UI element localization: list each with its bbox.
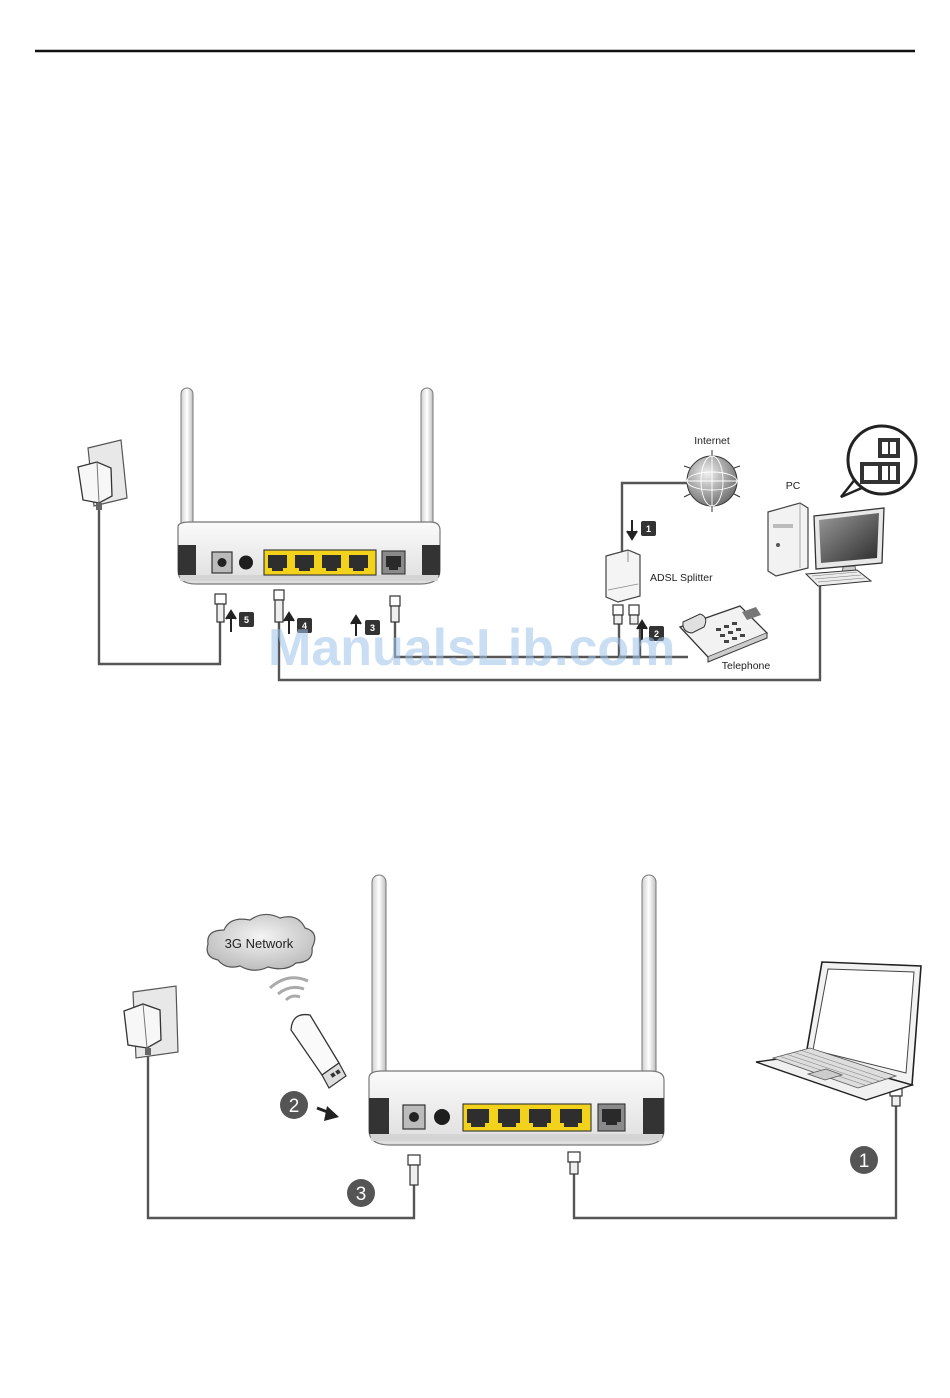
power-outlet-icon-3g [124, 986, 178, 1058]
usb-modem-icon [291, 1015, 346, 1088]
telephone-icon [680, 606, 767, 662]
router-3g [369, 875, 664, 1145]
3g-network-label: 3G Network [225, 936, 294, 951]
adsl-diagram: 5 4 3 2 1 ADSL Splitter [78, 388, 916, 680]
step-5: 5 [226, 611, 254, 632]
step-1: 1 [627, 520, 656, 539]
splitter-label: ADSL Splitter [650, 572, 713, 584]
internet-label: Internet [694, 435, 730, 447]
3g-diagram: 3G Network [124, 875, 921, 1218]
power-outlet-icon [78, 440, 127, 510]
telephone-label: Telephone [722, 660, 771, 672]
adsl-splitter-icon [606, 550, 640, 602]
power-button [239, 556, 253, 570]
laptop-icon [756, 962, 921, 1100]
router [178, 388, 440, 584]
step-5-label: 5 [244, 615, 249, 625]
step-3-3g-label: 3 [356, 1184, 367, 1205]
port-zoom-bubble [841, 426, 916, 497]
step-2-3g: 2 [280, 1091, 339, 1121]
step-1-3g: 1 [850, 1146, 878, 1174]
step-1-3g-label: 1 [859, 1151, 870, 1172]
watermark: ManualsLib.com [268, 619, 675, 677]
pc-icon [768, 503, 884, 586]
step-3-3g: 3 [347, 1179, 375, 1207]
wireless-signal-icon [270, 978, 308, 1000]
step-1-label: 1 [646, 524, 651, 534]
power-button-3g [434, 1109, 450, 1125]
internet-globe-icon [684, 450, 740, 512]
step-2-3g-label: 2 [289, 1096, 300, 1117]
pc-label: PC [786, 480, 801, 492]
